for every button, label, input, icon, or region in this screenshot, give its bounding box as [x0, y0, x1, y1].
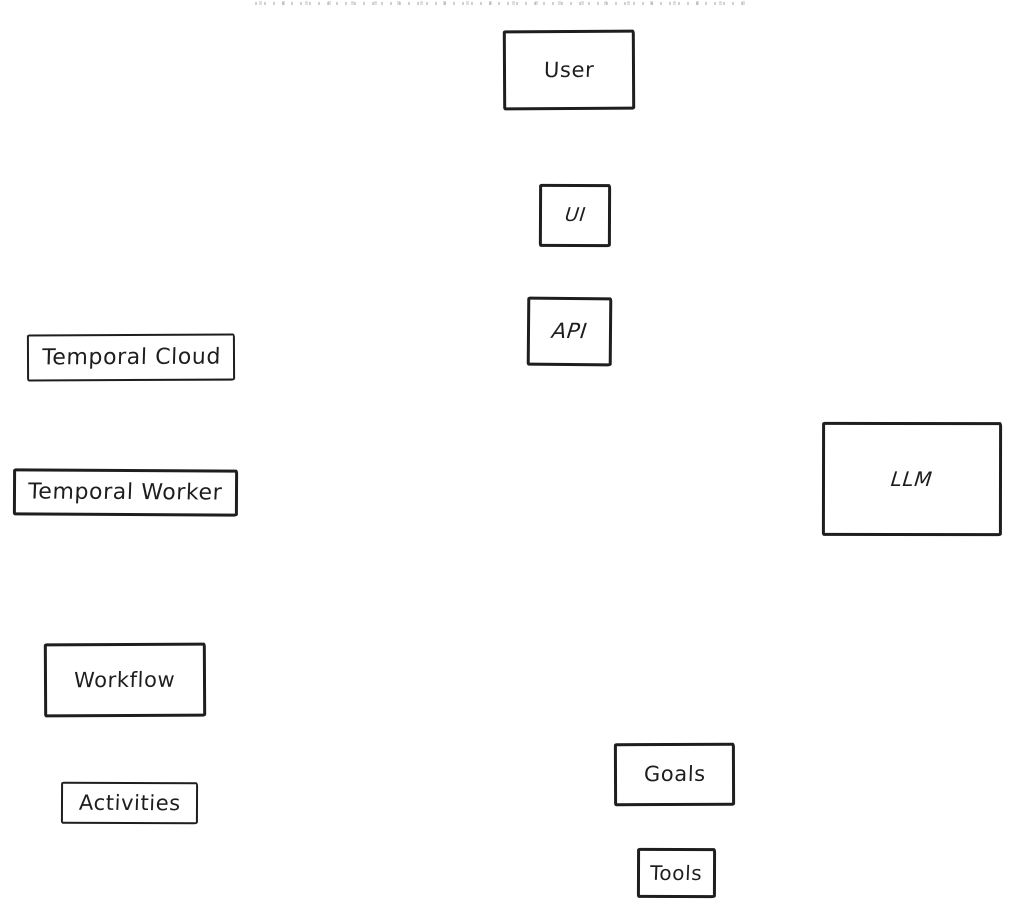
- node-temporal-worker-label: Temporal Worker: [27, 478, 224, 506]
- node-user-label: User: [543, 57, 595, 82]
- node-workflow: Workflow: [43, 642, 207, 718]
- node-workflow-label: Workflow: [74, 667, 176, 692]
- node-api: API: [526, 296, 613, 367]
- node-ui: UI: [538, 183, 612, 248]
- node-llm-label: LLM: [890, 466, 934, 492]
- clipped-text-fragments: [255, 0, 745, 5]
- node-activities: Activities: [60, 781, 199, 825]
- node-ui-label: UI: [563, 203, 587, 227]
- node-api-label: API: [550, 318, 589, 344]
- node-temporal-worker: Temporal Worker: [12, 468, 239, 517]
- node-tools: Tools: [636, 847, 717, 899]
- node-tools-label: Tools: [649, 860, 704, 886]
- node-temporal-cloud-label: Temporal Cloud: [41, 344, 221, 370]
- node-llm: LLM: [821, 421, 1003, 537]
- node-goals: Goals: [613, 742, 736, 807]
- node-user: User: [502, 29, 636, 111]
- node-temporal-cloud: Temporal Cloud: [26, 333, 236, 382]
- node-goals-label: Goals: [643, 761, 706, 787]
- node-activities-label: Activities: [78, 790, 181, 815]
